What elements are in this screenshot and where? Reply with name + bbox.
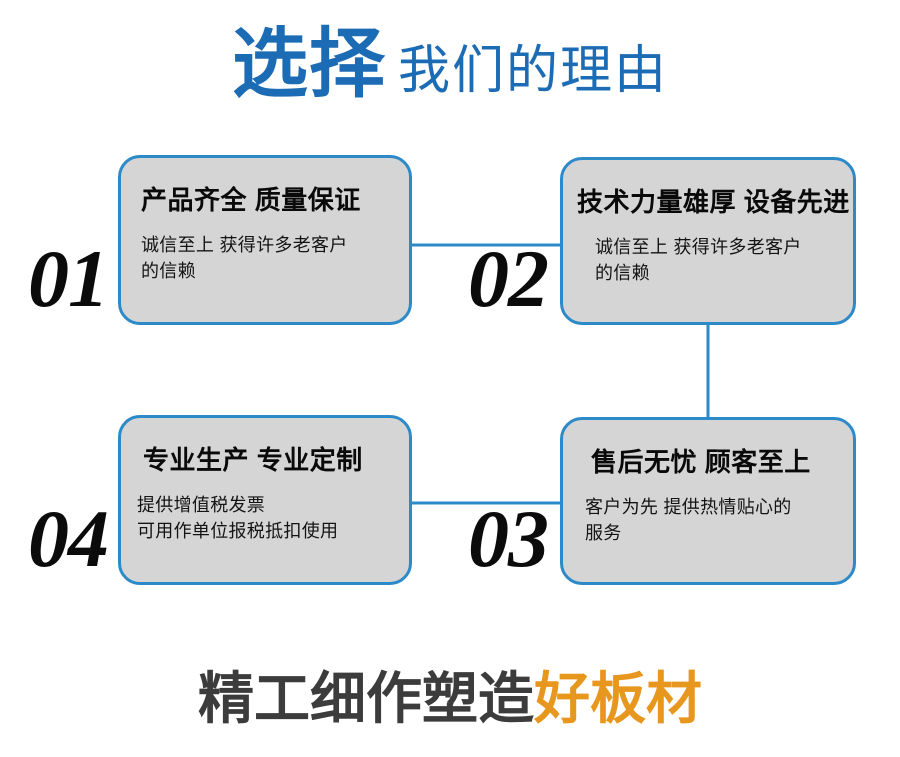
- footer-slogan: 精工细作塑造好板材: [0, 672, 900, 728]
- feature-card-03-title: 售后无忧 顾客至上: [591, 447, 811, 477]
- footer-slogan-dark: 精工细作塑造: [198, 667, 534, 732]
- feature-card-01-body: 诚信至上 获得许多老客户 的信赖: [141, 235, 348, 282]
- feature-card-02[interactable]: 技术力量雄厚 设备先进 诚信至上 获得许多老客户 的信赖: [560, 157, 856, 325]
- feature-card-04[interactable]: 专业生产 专业定制 提供增值税发票 可用作单位报税抵扣使用: [118, 415, 412, 585]
- footer-slogan-accent: 好板材: [534, 667, 702, 732]
- feature-card-01[interactable]: 产品齐全 质量保证 诚信至上 获得许多老客户 的信赖: [118, 155, 412, 325]
- feature-card-03-body: 客户为先 提供热情贴心的 服务: [585, 497, 792, 544]
- page-title-light: 我们的理由: [397, 42, 668, 100]
- feature-card-01-title: 产品齐全 质量保证: [141, 185, 361, 215]
- feature-card-04-body: 提供增值税发票 可用作单位报税抵扣使用: [137, 495, 339, 542]
- feature-card-01-number: 01: [28, 233, 109, 324]
- page-title-strong: 选择: [231, 19, 386, 108]
- feature-card-02-number: 02: [468, 233, 549, 324]
- feature-card-04-title: 专业生产 专业定制: [143, 445, 363, 475]
- feature-card-02-title: 技术力量雄厚 设备先进: [577, 187, 850, 217]
- feature-card-04-number: 04: [28, 493, 109, 584]
- feature-card-02-body: 诚信至上 获得许多老客户 的信赖: [595, 237, 802, 284]
- feature-card-03[interactable]: 售后无忧 顾客至上 客户为先 提供热情贴心的 服务: [560, 417, 856, 585]
- page-title: 选择我们的理由: [0, 26, 900, 102]
- feature-card-03-number: 03: [468, 493, 549, 584]
